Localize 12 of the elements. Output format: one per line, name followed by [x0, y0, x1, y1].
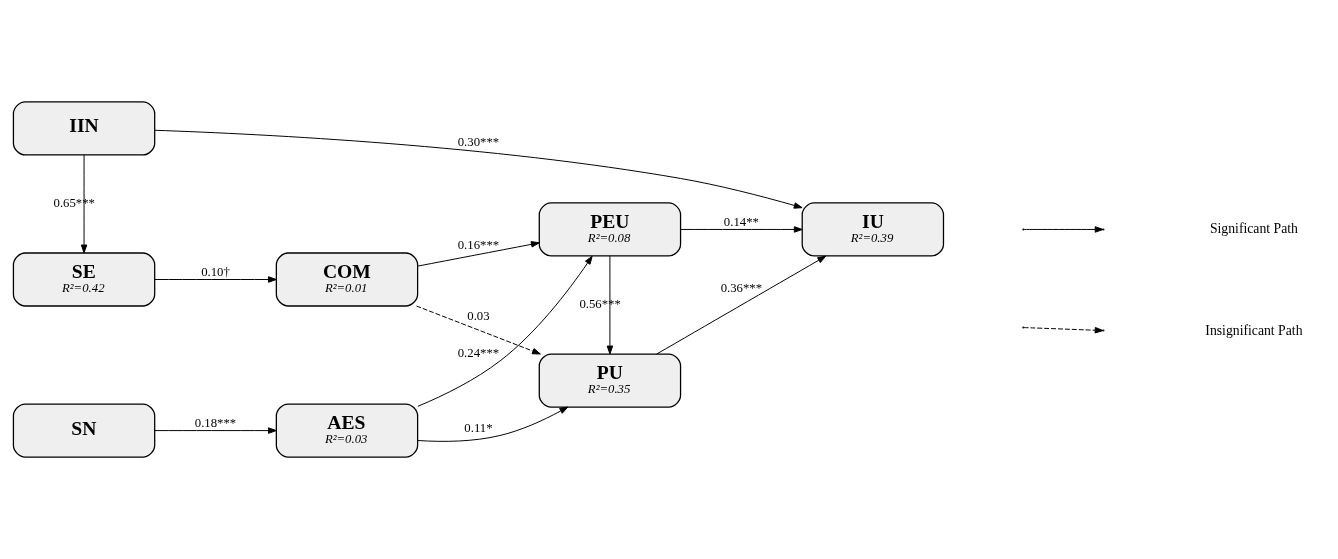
- edge-label: 0.16***: [457, 237, 500, 252]
- legend-label: Significant Path: [1209, 221, 1298, 237]
- edge-label: 0.11*: [464, 420, 493, 435]
- edge-label: 0.03: [467, 309, 490, 324]
- edge-label: 0.14**: [723, 214, 759, 229]
- edge-label: 0.10†: [201, 264, 230, 279]
- edge-label: 0.18***: [194, 416, 237, 431]
- edge-label: 0.36***: [720, 280, 763, 295]
- edge-label: 0.65***: [53, 196, 95, 211]
- legend-label: Insignificant Path: [1205, 323, 1303, 339]
- edge-label: 0.24***: [457, 346, 500, 361]
- edge-label: 0.30***: [457, 135, 500, 150]
